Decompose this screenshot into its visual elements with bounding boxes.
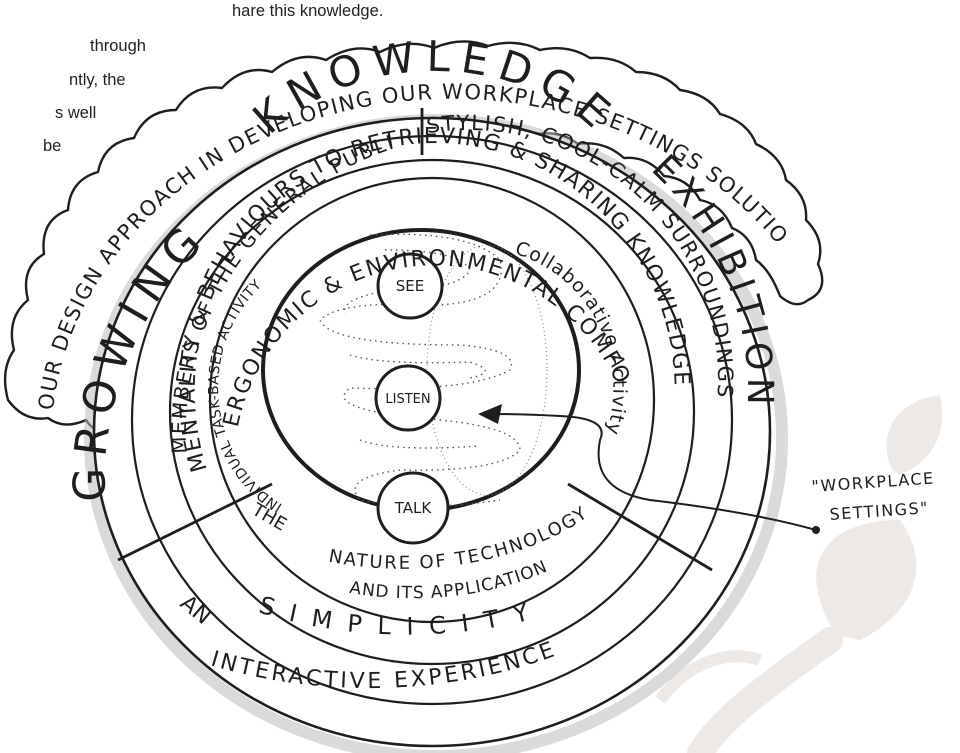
callout-label-line-1: "WORKPLACE <box>811 468 935 496</box>
bubble-listen-label: LISTEN <box>385 392 430 407</box>
bubble-see-label: SEE <box>396 277 424 295</box>
bubble-listen: LISTEN <box>376 366 440 430</box>
bubble-talk-label: TALK <box>394 499 433 517</box>
bubble-talk: TALK <box>378 473 448 543</box>
callout-label-line-2: SETTINGS" <box>829 498 930 524</box>
callout-dot-icon <box>812 526 820 534</box>
